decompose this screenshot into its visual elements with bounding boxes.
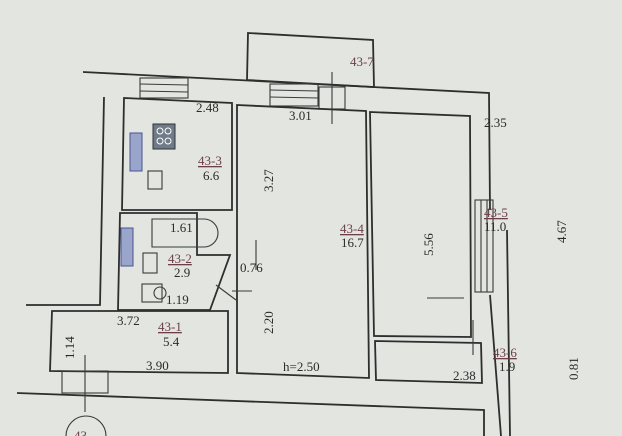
room-43-3 — [121, 97, 233, 211]
room-43-6-id: 43-6 — [493, 345, 517, 360]
circle-label: 43 — [74, 428, 87, 436]
window-room5 — [474, 199, 494, 293]
radiator-icon — [129, 132, 143, 172]
dim-corridor-depth: 1.14 — [62, 336, 77, 359]
dim-bathtub: 1.61 — [170, 220, 193, 235]
room-43-7-id: 43-7 — [350, 54, 374, 69]
room-43-3-id: 43-3 — [198, 153, 222, 168]
window-room4 — [269, 83, 319, 107]
room-43-6-area: 1.9 — [499, 359, 515, 374]
room-43-2-id: 43-2 — [168, 251, 192, 266]
room-43-4-id: 43-4 — [340, 221, 364, 236]
stove-icon — [152, 123, 176, 150]
room-43-3-area: 6.6 — [203, 168, 220, 183]
dim-corridor-top: 3.72 — [117, 313, 140, 328]
dim-corridor-bottom: 3.90 — [146, 358, 169, 373]
radiator-icon — [120, 227, 134, 267]
toilet-icon — [141, 283, 167, 303]
room-43-5 — [369, 111, 472, 338]
room-43-2-area: 2.9 — [174, 265, 190, 280]
dim-closet-depth: 0.81 — [566, 357, 581, 380]
outer-wall-left — [26, 96, 105, 306]
dim-room5-width: 2.35 — [484, 115, 507, 130]
outer-wall-bottom — [16, 392, 485, 436]
section-circle — [65, 415, 107, 436]
dim-bath-door: 0.76 — [240, 260, 263, 275]
dim-kitchen-length: 3.27 — [261, 169, 276, 192]
dim-bath-width: 1.19 — [166, 292, 189, 307]
room-43-5-area: 11.0 — [484, 219, 506, 234]
balcony-door — [318, 72, 346, 124]
bathtub-icon — [151, 218, 219, 248]
ceiling-height: h=2.50 — [283, 359, 320, 374]
sink-icon — [142, 252, 158, 274]
room-43-5-id: 43-5 — [484, 205, 508, 220]
outer-wall-right-inner — [489, 294, 502, 436]
outer-wall-right — [506, 229, 511, 436]
dim-room4-length: 5.56 — [421, 233, 436, 256]
dim-room4-width: 3.01 — [289, 108, 312, 123]
window-kitchen — [139, 77, 189, 99]
room-43-2 — [117, 212, 232, 311]
dim-corridor-side: 2.20 — [261, 311, 276, 334]
sink-icon — [147, 170, 163, 190]
dim-room5-length: 4.67 — [554, 220, 569, 243]
room-43-4 — [236, 104, 370, 379]
outer-wall-top — [82, 71, 491, 211]
room-43-1-area: 5.4 — [163, 334, 180, 349]
room-43-4-area: 16.7 — [341, 235, 364, 250]
dim-closet-width: 2.38 — [453, 368, 476, 383]
room-43-6 — [374, 340, 483, 384]
dim-kitchen-width: 2.48 — [196, 100, 219, 115]
room-43-1 — [49, 310, 229, 374]
room-43-1-id: 43-1 — [158, 319, 182, 334]
